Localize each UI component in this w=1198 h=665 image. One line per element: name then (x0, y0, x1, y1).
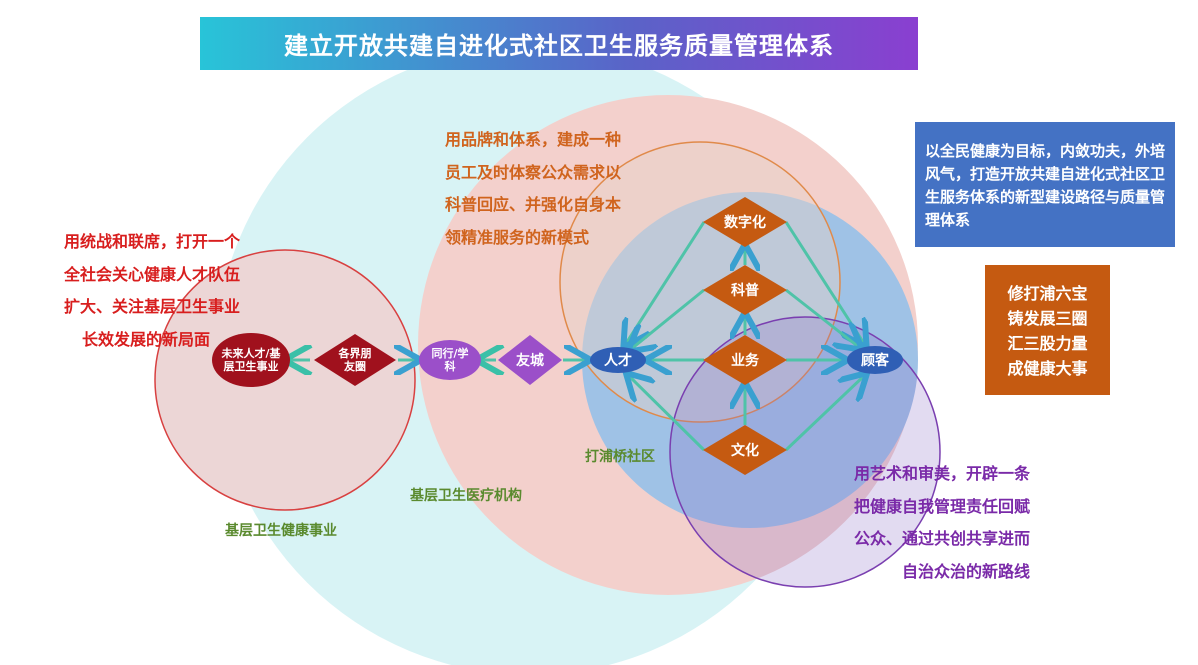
text-line: 铸发展三圈 (1007, 309, 1088, 328)
page-title: 建立开放共建自进化式社区卫生服务质量管理体系 (200, 17, 918, 70)
summary-box: 修打浦六宝 铸发展三圈 汇三股力量 成健康大事 (985, 265, 1110, 395)
text-line: 成健康大事 (1007, 359, 1088, 378)
goal-box: 以全民健康为目标，内敛功夫，外培风气，打造开放共建自进化式社区卫生服务体系的新型… (915, 122, 1175, 247)
text-line: 公众、通过共创共享进而 (853, 529, 1030, 548)
text-line: 汇三股力量 (1007, 334, 1088, 353)
text-line: 领精准服务的新模式 (445, 227, 590, 247)
text-line: 长效发展的新局面 (81, 329, 210, 349)
node-future-talent: 未来人才/基层卫生事业 (212, 333, 290, 387)
text-line: 全社会关心健康人才队伍 (63, 264, 240, 284)
text-line: 自治众治的新路线 (901, 561, 1030, 581)
outer-circle-label: 基层卫生健康事业 (225, 523, 337, 539)
orange-text: 用品牌和体系，建成一种 员工及时体察公众需求以 科普回应、并强化自身本 领精准服… (445, 124, 621, 254)
purple-text: 用艺术和审美，开辟一条 把健康自我管理责任回赋 公众、通过共创共享进而 自治众治… (820, 458, 1030, 588)
node-peers: 同行/学科 (419, 340, 481, 380)
text-line: 用艺术和审美，开辟一条 (853, 464, 1030, 483)
text-line: 用统战和联席，打开一个 (63, 232, 240, 251)
arrows (290, 221, 865, 452)
node-customer: 顾客 (847, 346, 903, 374)
text-line: 用品牌和体系，建成一种 (445, 130, 622, 149)
text-line: 扩大、关注基层卫生事业 (63, 297, 240, 316)
text-line: 员工及时体察公众需求以 (445, 162, 622, 182)
node-talent: 人才 (590, 347, 646, 373)
red-text: 用统战和联席，打开一个 全社会关心健康人才队伍 扩大、关注基层卫生事业 长效发展… (30, 226, 240, 356)
text-line: 修打浦六宝 (1007, 284, 1088, 303)
left-circle (154, 249, 416, 511)
text-line: 把健康自我管理责任回赋 (853, 496, 1030, 516)
middle-circle-label: 基层卫生医疗机构 (410, 488, 522, 504)
inner-circle-label: 打浦桥社区 (585, 449, 655, 465)
text-line: 科普回应、并强化自身本 (445, 195, 622, 214)
